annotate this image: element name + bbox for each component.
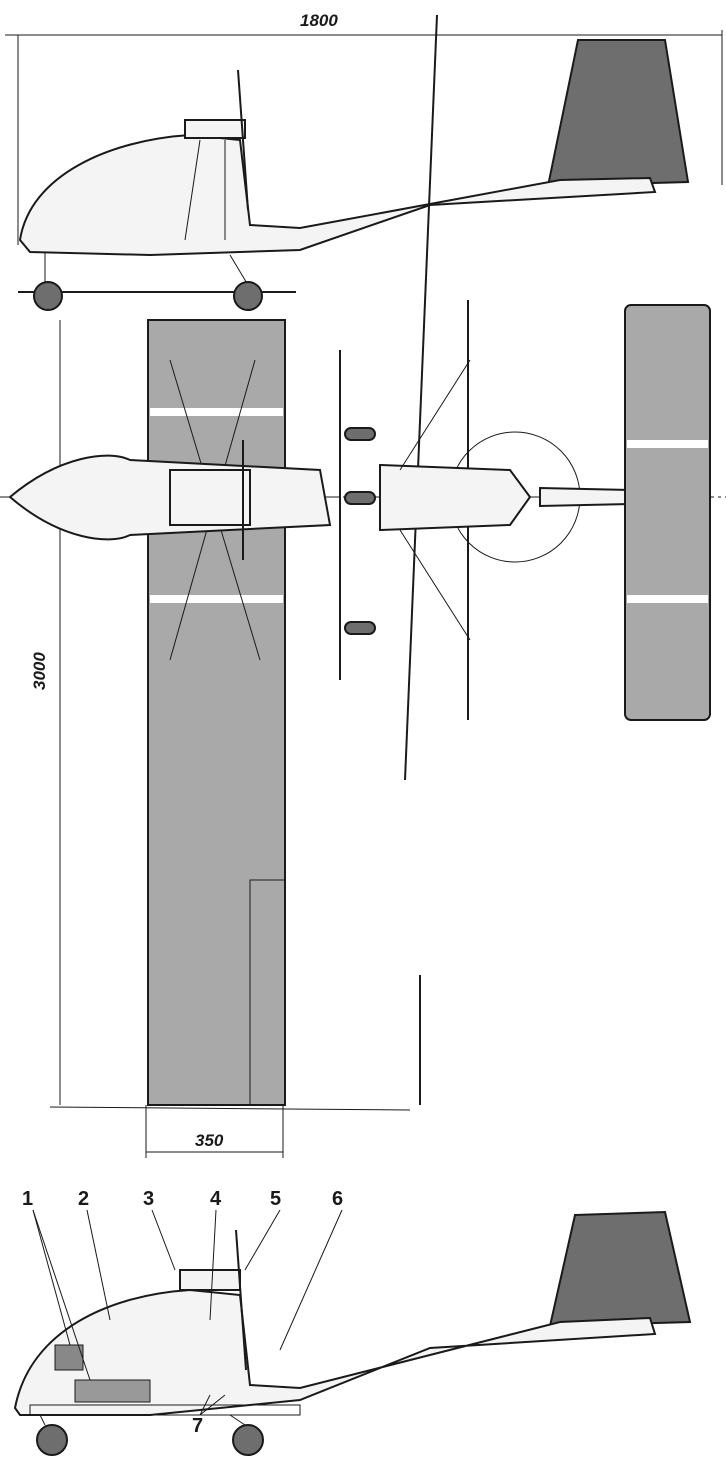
seat-box [74, 1379, 151, 1403]
engine-cutaway [179, 1269, 241, 1291]
vertical-fin-cutaway [548, 1210, 692, 1328]
chord-dimension: 350 [145, 1105, 284, 1158]
fuselage-side [18, 133, 657, 257]
main-wheel [233, 281, 263, 311]
tail-boom-plan [539, 486, 631, 508]
battery-box [54, 1344, 84, 1371]
engine-plan [169, 469, 251, 526]
callout-1: 1 [22, 1188, 33, 1210]
callout-2: 2 [78, 1188, 89, 1210]
horizontal-stabilizer [624, 304, 711, 721]
callout-6: 6 [332, 1188, 343, 1210]
span-dimension-label: 3000 [30, 652, 49, 690]
callout-3: 3 [143, 1188, 154, 1210]
side-view-cutaway: 1 2 3 4 5 6 7 [13, 1188, 692, 1456]
engine-top [184, 119, 246, 139]
length-dimension-label: 1800 [300, 11, 338, 30]
callout-4: 4 [210, 1188, 222, 1210]
nose-wheel [33, 281, 63, 311]
plan-view: 3000 [0, 14, 726, 1111]
fuselage-cutaway [13, 1288, 657, 1416]
wing-plan [147, 319, 286, 1106]
main-wheel-cutaway [232, 1424, 264, 1456]
nose-wheel-cutaway [36, 1424, 68, 1456]
vertical-fin [546, 39, 690, 188]
fuselage-rear [379, 463, 532, 532]
long-strut [404, 14, 438, 781]
callout-7: 7 [192, 1415, 203, 1437]
propeller [237, 69, 249, 211]
callout-5: 5 [270, 1188, 281, 1210]
side-view-top: 1800 [5, 11, 723, 311]
aileron [249, 879, 286, 1106]
chord-dimension-label: 350 [195, 1131, 224, 1150]
